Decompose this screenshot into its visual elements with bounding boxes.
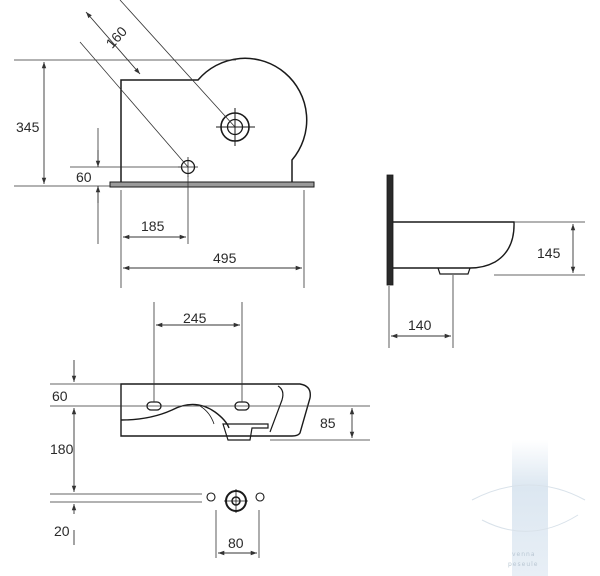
dim-145: 145 [537,245,561,261]
side-wall-plate [386,174,394,286]
front-bowl-curve [120,403,230,429]
dim-345: 345 [16,119,40,135]
dim-185: 185 [141,218,165,234]
dim-495: 495 [213,250,237,266]
top-view-dimension-labels: 160 345 60 185 495 [16,23,237,266]
dim-245: 245 [183,310,207,326]
bottom-left-bolt [206,492,216,502]
side-basin-outline [393,221,515,269]
watermark-line-1: venna [512,551,536,558]
top-wall-plate [109,181,315,188]
dim-20: 20 [54,523,70,539]
bottom-view [50,489,265,558]
front-drain [222,423,269,441]
dim-80: 80 [228,535,244,551]
side-view [386,174,585,348]
dim-160: 160 [102,23,130,51]
side-view-dimension-labels: 145 140 [408,245,561,333]
dim-180: 180 [50,441,74,457]
dim-60-front: 60 [52,388,68,404]
bottom-right-bolt [255,492,265,502]
dim-140: 140 [408,317,432,333]
front-view [50,302,370,492]
bottom-view-dimension-labels: 20 80 [54,523,244,551]
front-view-dimension-labels: 245 60 85 180 [50,310,336,457]
watermark: venna peseule [471,440,586,576]
front-basin-outline [120,383,311,437]
watermark-line-2: peseule [508,561,538,568]
top-view [14,0,315,288]
dim-60-top: 60 [76,169,92,185]
top-basin-outline [120,57,308,182]
dim-85: 85 [320,415,336,431]
